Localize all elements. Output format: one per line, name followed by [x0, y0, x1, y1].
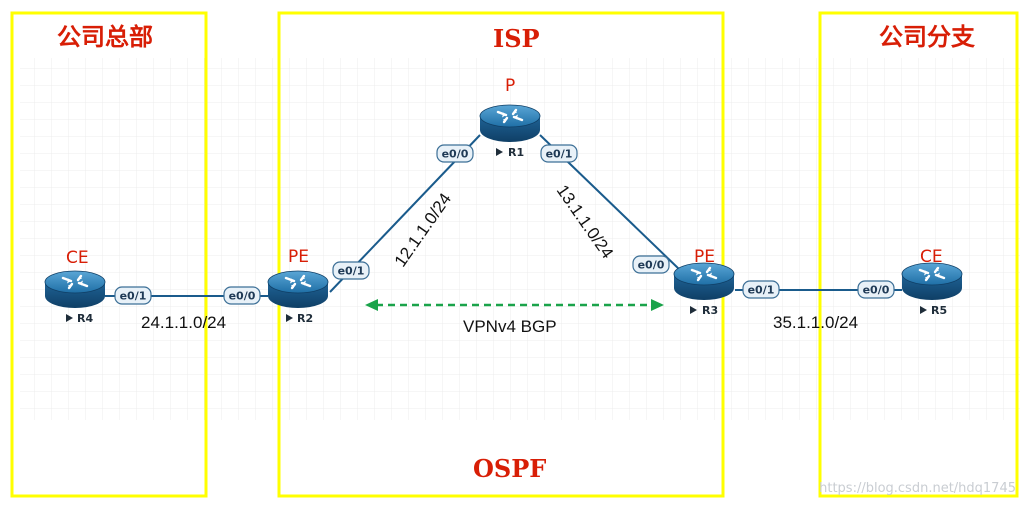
router-name: R1 [508, 146, 524, 159]
router-r5[interactable]: CE R5 [900, 247, 964, 317]
router-role-label: PE [288, 247, 309, 267]
branch-zone-box [818, 11, 1019, 498]
network-label-r4-r2: 24.1.1.0/24 [141, 313, 226, 332]
svg-text:e0/0: e0/0 [229, 290, 256, 303]
play-icon [920, 306, 927, 314]
play-icon [690, 306, 697, 314]
router-r4[interactable]: CE R4 [43, 248, 107, 325]
branch-zone-title: 公司分支 [879, 22, 976, 51]
interface-badge-r1-e01[interactable]: e0/1 [540, 144, 578, 163]
router-icon [43, 270, 107, 310]
isp-igp-label: OSPF [473, 454, 546, 483]
interface-badge-r2-e01[interactable]: e0/1 [332, 261, 370, 280]
router-name: R5 [931, 304, 947, 317]
router-icon [672, 262, 736, 302]
router-r2[interactable]: PE R2 [266, 247, 330, 325]
svg-text:e0/0: e0/0 [863, 284, 890, 297]
interface-badge-r2-e00[interactable]: e0/0 [223, 286, 261, 305]
isp-zone-title: ISP [493, 24, 540, 53]
play-icon [66, 314, 73, 322]
router-name: R4 [77, 312, 93, 325]
isp-zone-box [277, 11, 725, 498]
svg-text:e0/0: e0/0 [442, 148, 469, 161]
router-role-label: CE [920, 247, 943, 267]
interface-badge-r3-e00[interactable]: e0/0 [632, 255, 670, 274]
interface-badge-r3-e01[interactable]: e0/1 [742, 280, 780, 299]
svg-text:e0/1: e0/1 [120, 290, 147, 303]
router-name: R2 [297, 312, 313, 325]
watermark-text: https://blog.csdn.net/hdq1745 [819, 481, 1016, 496]
router-icon [266, 270, 330, 310]
svg-text:e0/0: e0/0 [638, 259, 665, 272]
network-label-r3-r5: 35.1.1.0/24 [773, 313, 858, 332]
svg-text:e0/1: e0/1 [748, 284, 775, 297]
bgp-session-arrow [365, 299, 664, 311]
router-name: R3 [702, 304, 718, 317]
play-icon [496, 148, 503, 156]
interface-badge-r1-e00[interactable]: e0/0 [436, 144, 474, 163]
router-icon [478, 104, 542, 144]
router-r1[interactable]: P R1 [478, 76, 542, 159]
svg-text:e0/1: e0/1 [338, 265, 365, 278]
interface-badge-r4-e01[interactable]: e0/1 [114, 286, 152, 305]
play-icon [286, 314, 293, 322]
hq-zone-title: 公司总部 [57, 22, 153, 51]
router-icon [900, 262, 964, 302]
router-role-label: CE [66, 248, 89, 268]
router-r3[interactable]: PE R3 [672, 247, 736, 317]
interface-badge-r5-e00[interactable]: e0/0 [857, 280, 895, 299]
svg-text:e0/1: e0/1 [546, 148, 573, 161]
router-role-label: P [505, 76, 515, 96]
hq-zone-box [10, 11, 208, 498]
bgp-session-label: VPNv4 BGP [463, 317, 557, 336]
router-role-label: PE [694, 247, 715, 267]
